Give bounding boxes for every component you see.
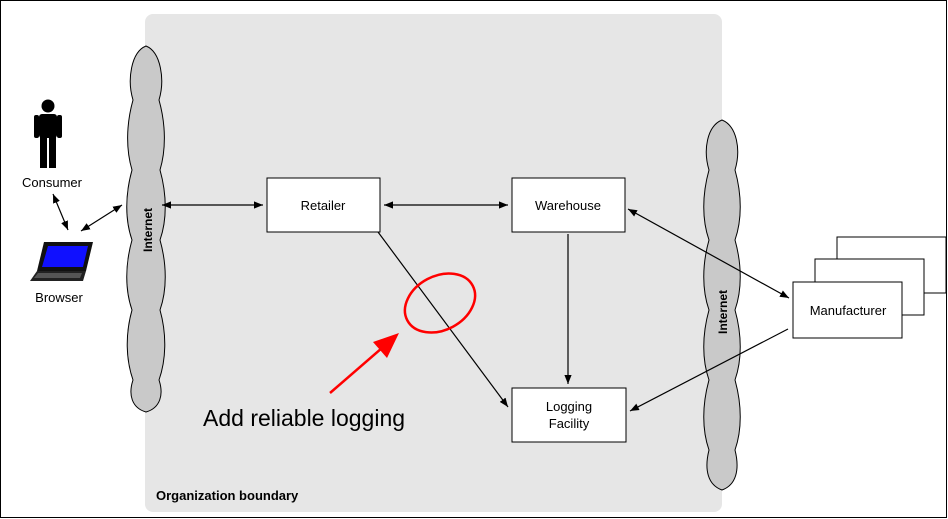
logging-facility-box: Logging Facility — [511, 387, 627, 443]
browser-internet-arrow — [80, 204, 123, 232]
organization-boundary-region — [145, 14, 722, 512]
internet-left-label: Internet — [141, 208, 155, 252]
manufacturer-stack: Manufacturer — [792, 236, 947, 339]
annotation-arrow — [329, 333, 399, 394]
internet-right-label: Internet — [716, 290, 730, 334]
internet-cloud-right: Internet — [703, 119, 741, 491]
manufacturer-label: Manufacturer — [810, 303, 887, 318]
warehouse-label: Warehouse — [535, 198, 601, 213]
highlight-ellipse — [403, 272, 477, 334]
consumer-label: Consumer — [22, 175, 83, 190]
internet-cloud-left: Internet — [126, 45, 166, 413]
annotation-text: Add reliable logging — [203, 405, 405, 431]
warehouse-box: Warehouse — [511, 177, 626, 233]
person-icon — [34, 99, 62, 168]
logging-label-line2: Facility — [549, 416, 590, 431]
laptop-icon — [30, 242, 93, 281]
logging-label-line1: Logging — [546, 399, 592, 414]
retailer-label: Retailer — [301, 198, 346, 213]
warehouse-manufacturer-arrow — [627, 208, 790, 299]
browser-label: Browser — [35, 290, 83, 305]
consumer-browser-arrow — [52, 193, 69, 231]
retailer-box: Retailer — [266, 177, 381, 233]
boundary-label: Organization boundary — [156, 488, 299, 503]
retailer-logging-arrow — [377, 231, 509, 408]
manufacturer-logging-arrow — [629, 328, 789, 412]
